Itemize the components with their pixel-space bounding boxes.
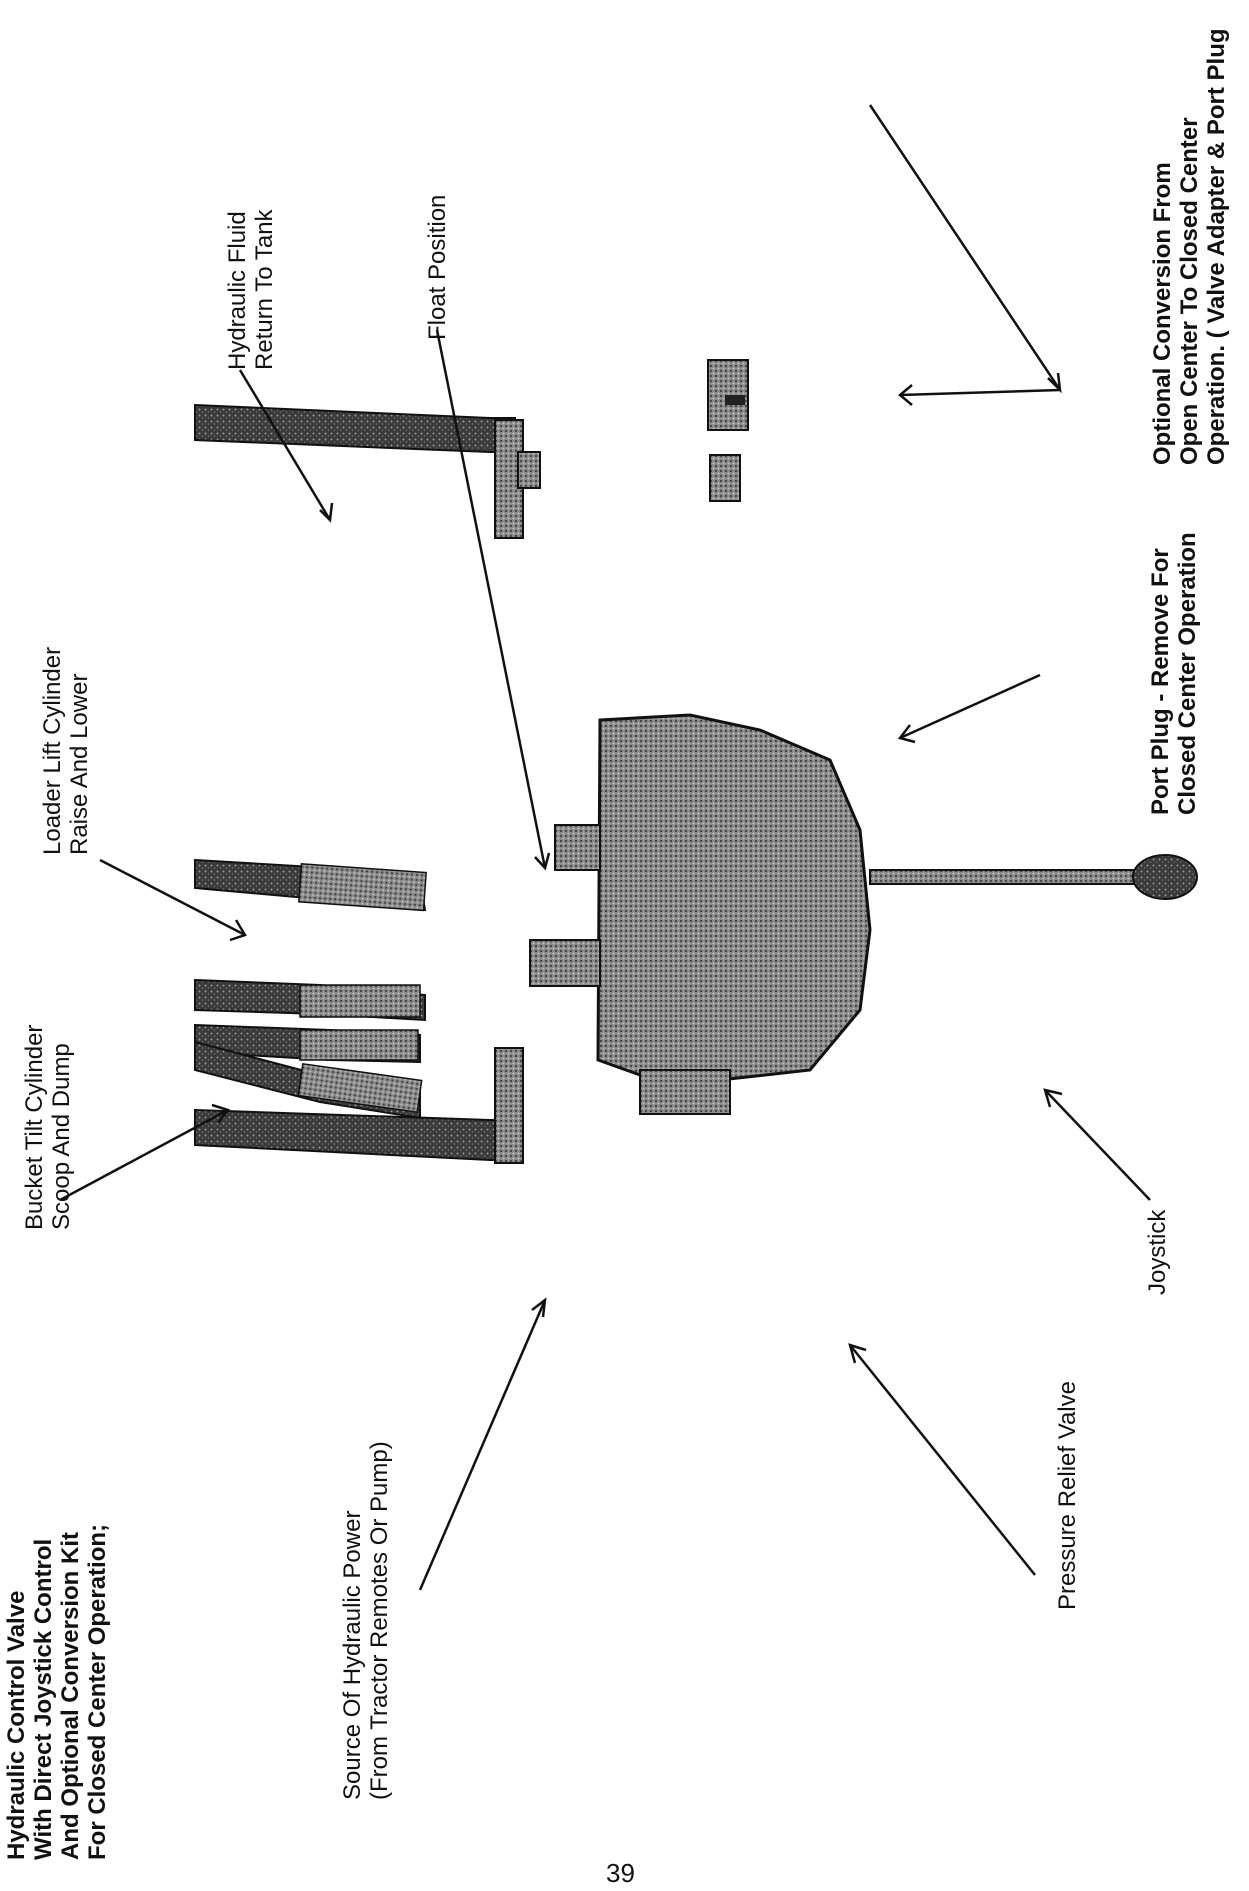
label-conversion: Optional Conversion From Open Center To … xyxy=(1149,28,1230,465)
label-bucket-tilt: Bucket Tilt Cylinder Scoop And Dump xyxy=(21,1024,75,1230)
label-port-plug: Port Plug - Remove For Closed Center Ope… xyxy=(1147,532,1201,815)
label-pressure-relief: Pressure Relief Valve xyxy=(1054,1381,1081,1610)
joystick-lever xyxy=(869,854,1198,900)
port-plug-and-adapters xyxy=(517,359,749,502)
page-number: 39 xyxy=(606,1858,635,1888)
source-hose xyxy=(194,1047,524,1164)
diagram-title: Hydraulic Control Valve With Direct Joys… xyxy=(3,1523,111,1860)
label-float: Float Position xyxy=(424,194,451,340)
control-valve-body xyxy=(529,713,872,1115)
label-return-tank: Hydraulic Fluid Return To Tank xyxy=(224,209,278,370)
label-source: Source Of Hydraulic Power (From Tractor … xyxy=(339,1441,393,1800)
label-joystick: Joystick xyxy=(1144,1209,1171,1295)
return-hose xyxy=(194,403,524,539)
leader-arrows xyxy=(59,104,1151,1591)
cylinder-hoses xyxy=(194,858,427,1120)
label-loader-lift: Loader Lift Cylinder Raise And Lower xyxy=(39,646,93,855)
